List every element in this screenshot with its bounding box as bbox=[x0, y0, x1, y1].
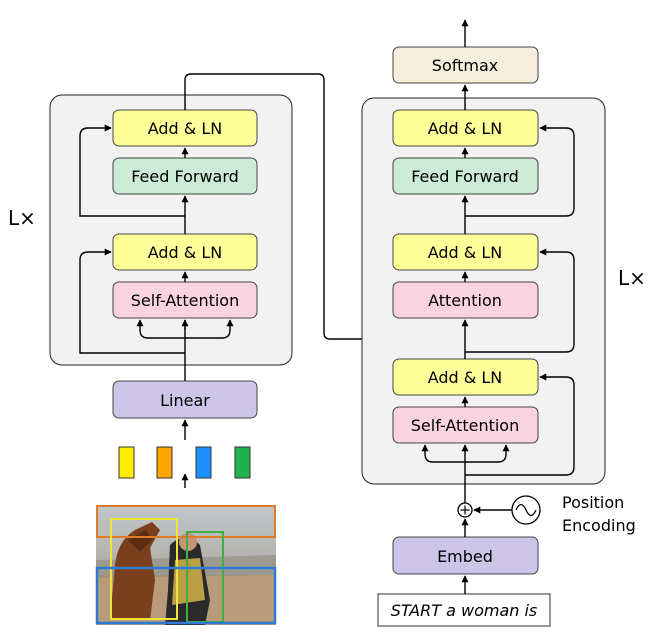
decoder-input-text: START a woman is bbox=[391, 601, 538, 620]
encoder-linear-label: Linear bbox=[160, 391, 210, 410]
feature-vector-2 bbox=[156, 446, 173, 479]
decoder-add-ln-top-label: Add & LN bbox=[428, 119, 503, 138]
encoder-repeat-label: L× bbox=[8, 206, 36, 230]
encoder-feed-forward-label: Feed Forward bbox=[131, 167, 239, 186]
feature-vector-1 bbox=[118, 446, 135, 479]
decoder-self-attention-label: Self-Attention bbox=[411, 416, 519, 435]
position-encoding-label-line2: Encoding bbox=[562, 516, 636, 535]
feature-vector-3 bbox=[195, 446, 212, 479]
encoder-add-ln-bottom-label: Add & LN bbox=[148, 243, 223, 262]
feature-vector-4 bbox=[234, 446, 251, 479]
decoder-add-ln-mid-label: Add & LN bbox=[428, 243, 503, 262]
encoder-add-ln-top-label: Add & LN bbox=[148, 119, 223, 138]
position-encoding-label-line1: Position bbox=[562, 493, 624, 512]
decoder-softmax-label: Softmax bbox=[432, 56, 498, 75]
decoder-add-ln-bottom-label: Add & LN bbox=[428, 368, 503, 387]
decoder-embed-label: Embed bbox=[437, 547, 493, 566]
sine-wave-icon bbox=[511, 495, 541, 525]
encoder-self-attention-label: Self-Attention bbox=[131, 291, 239, 310]
decoder-feed-forward-label: Feed Forward bbox=[411, 167, 519, 186]
decoder-connectors bbox=[421, 19, 575, 594]
input-image bbox=[95, 505, 277, 625]
decoder-repeat-label: L× bbox=[618, 266, 646, 290]
decoder-input-sequence bbox=[377, 593, 551, 627]
decoder-attention-label: Attention bbox=[428, 291, 502, 310]
